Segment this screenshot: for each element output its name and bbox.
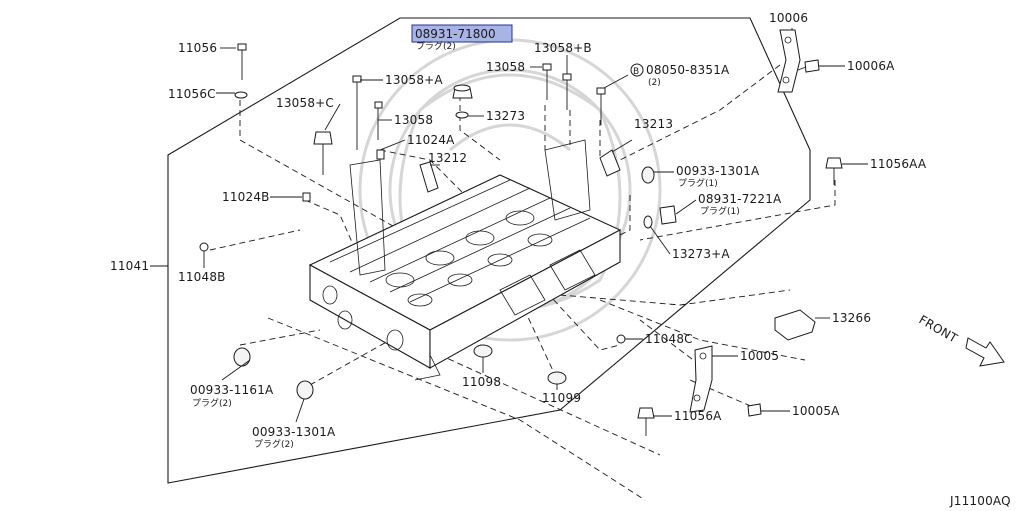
label-11048c: 11048C xyxy=(645,332,693,346)
sensor-13213 xyxy=(599,149,621,177)
label-11056aa: 11056AA xyxy=(870,157,927,171)
part-labels: 10006 08931-71800 プラグ(2) 11056 13058+B 1… xyxy=(110,11,927,450)
label-11098: 11098 xyxy=(462,375,501,389)
bolt-13058-c xyxy=(313,131,333,145)
plug-11048b xyxy=(199,242,209,252)
dowel-11024b xyxy=(302,192,311,202)
plug-08931-7221a xyxy=(659,205,677,225)
plug-11048c xyxy=(616,334,626,344)
label-13212: 13212 xyxy=(428,151,467,165)
bolt-10005a xyxy=(747,403,762,417)
label-10006a: 10006A xyxy=(847,59,895,73)
label-08050-8351a-qty: (2) xyxy=(648,78,661,88)
label-10006: 10006 xyxy=(769,11,808,25)
label-08931-71800: 08931-71800 xyxy=(415,27,496,41)
label-11099: 11099 xyxy=(542,391,581,405)
label-13058-mid: 13058 xyxy=(394,113,433,127)
seal-11098 xyxy=(473,344,493,358)
bolt-11056aa xyxy=(825,157,843,169)
label-13058-top: 13058 xyxy=(486,60,525,74)
washer-11056c xyxy=(234,91,248,99)
label-11056a: 11056A xyxy=(674,409,722,423)
label-13058-b: 13058+B xyxy=(534,41,592,55)
label-11024b: 11024B xyxy=(222,190,270,204)
small-parts xyxy=(199,29,843,436)
seal-11099 xyxy=(547,371,567,385)
bolt-10006a xyxy=(804,59,820,73)
bolt-13058-top xyxy=(542,63,552,71)
label-13273-a: 13273+A xyxy=(672,247,730,261)
front-label: FRONT xyxy=(917,312,961,345)
label-08931-7221a-qty: プラグ(1) xyxy=(700,205,740,217)
label-13266: 13266 xyxy=(832,311,871,325)
guide-13212 xyxy=(419,161,439,193)
selected-part-highlight xyxy=(411,24,513,43)
bolt-11056a xyxy=(637,407,655,419)
plug-00933-1301a-top xyxy=(641,166,655,184)
label-10005a: 10005A xyxy=(792,404,840,418)
label-13058-c: 13058+C xyxy=(276,96,334,110)
label-11048b: 11048B xyxy=(178,270,226,284)
label-00933-1301a-bottom-qty: プラグ(2) xyxy=(254,438,294,450)
label-10005: 10005 xyxy=(740,349,779,363)
label-13273: 13273 xyxy=(486,109,525,123)
plug-00933-1161a xyxy=(233,347,251,367)
circle-b-marker xyxy=(630,63,644,77)
label-08931-7221a: 08931-7221A xyxy=(698,192,782,206)
washer-13273 xyxy=(455,111,469,119)
label-11056c: 11056C xyxy=(168,87,216,101)
dowel-11024a xyxy=(376,149,385,160)
document-code: J11100AQ xyxy=(949,494,1011,508)
label-13213: 13213 xyxy=(634,117,673,131)
front-arrow-icon xyxy=(965,337,1005,367)
cylinder-head-body xyxy=(308,139,622,381)
bolt-11056 xyxy=(237,43,247,51)
washer-13273-a xyxy=(643,215,653,229)
bolt-13058-a xyxy=(352,75,362,83)
bracket-10006 xyxy=(777,29,801,93)
label-leaders xyxy=(150,28,868,423)
bracket-10005 xyxy=(689,345,713,413)
label-11041: 11041 xyxy=(110,259,149,273)
label-08050-8351a: 08050-8351A xyxy=(646,63,730,77)
bolt-13058-mid xyxy=(374,101,383,109)
plug-00933-1301a-bottom xyxy=(296,380,314,400)
label-00933-1301a-bottom: 00933-1301A xyxy=(252,425,336,439)
label-00933-1301a-top: 00933-1301A xyxy=(676,164,760,178)
label-00933-1301a-top-qty: プラグ(1) xyxy=(678,177,718,189)
label-11056: 11056 xyxy=(178,41,217,55)
cover-13266 xyxy=(774,309,816,341)
bolt-13058-b xyxy=(562,73,572,81)
label-08931-71800-qty: プラグ(2) xyxy=(416,40,456,52)
label-13058-a: 13058+A xyxy=(385,73,443,87)
label-08050-circle: B xyxy=(633,67,639,77)
label-11024a: 11024A xyxy=(407,133,455,147)
bolt-08050-8351a xyxy=(596,87,606,95)
assembly-frame-outline xyxy=(167,17,811,484)
label-00933-1161a-qty: プラグ(2) xyxy=(192,397,232,409)
label-00933-1161a: 00933-1161A xyxy=(190,383,274,397)
front-direction-indicator: FRONT xyxy=(917,312,1005,367)
